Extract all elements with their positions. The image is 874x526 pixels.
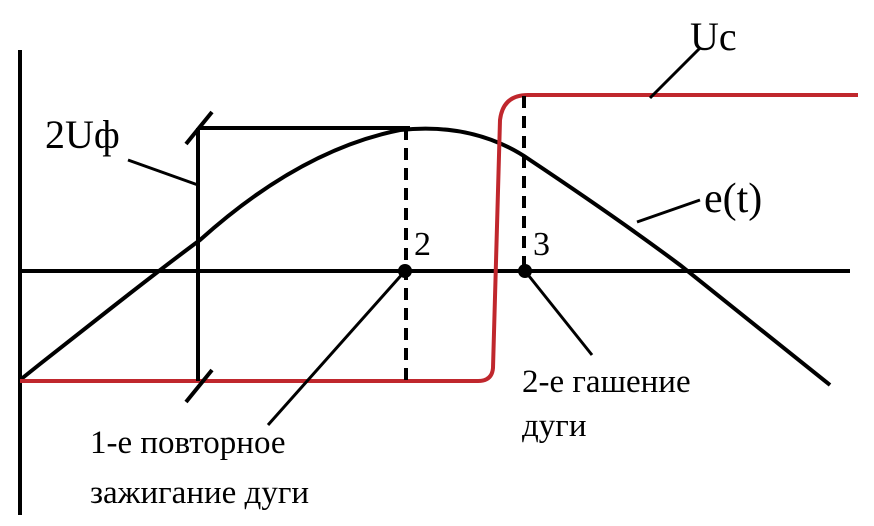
extinction-leader — [523, 270, 594, 356]
et-curve — [18, 126, 832, 387]
reignition-leader — [266, 270, 407, 426]
point-2-label: 2 — [414, 226, 431, 263]
reignition-label-line2: зажигание дуги — [90, 475, 309, 511]
et-leader — [636, 198, 701, 224]
uc-label: Uc — [690, 14, 737, 59]
uc-curve — [20, 93, 858, 383]
reignition-label-line1: 1-е повторное — [90, 425, 286, 461]
two-uf-label: 2Uф — [45, 112, 120, 157]
uc-leader — [648, 46, 702, 100]
two-uf-tick-top — [184, 110, 214, 146]
two-uf-leader — [127, 158, 199, 187]
extinction-label-line2: дуги — [522, 408, 587, 444]
point-3-label: 3 — [533, 226, 550, 263]
et-label: e(t) — [704, 176, 762, 222]
extinction-label-line1: 2-е гашение — [522, 364, 691, 400]
two-uf-tick-bottom — [184, 368, 214, 404]
